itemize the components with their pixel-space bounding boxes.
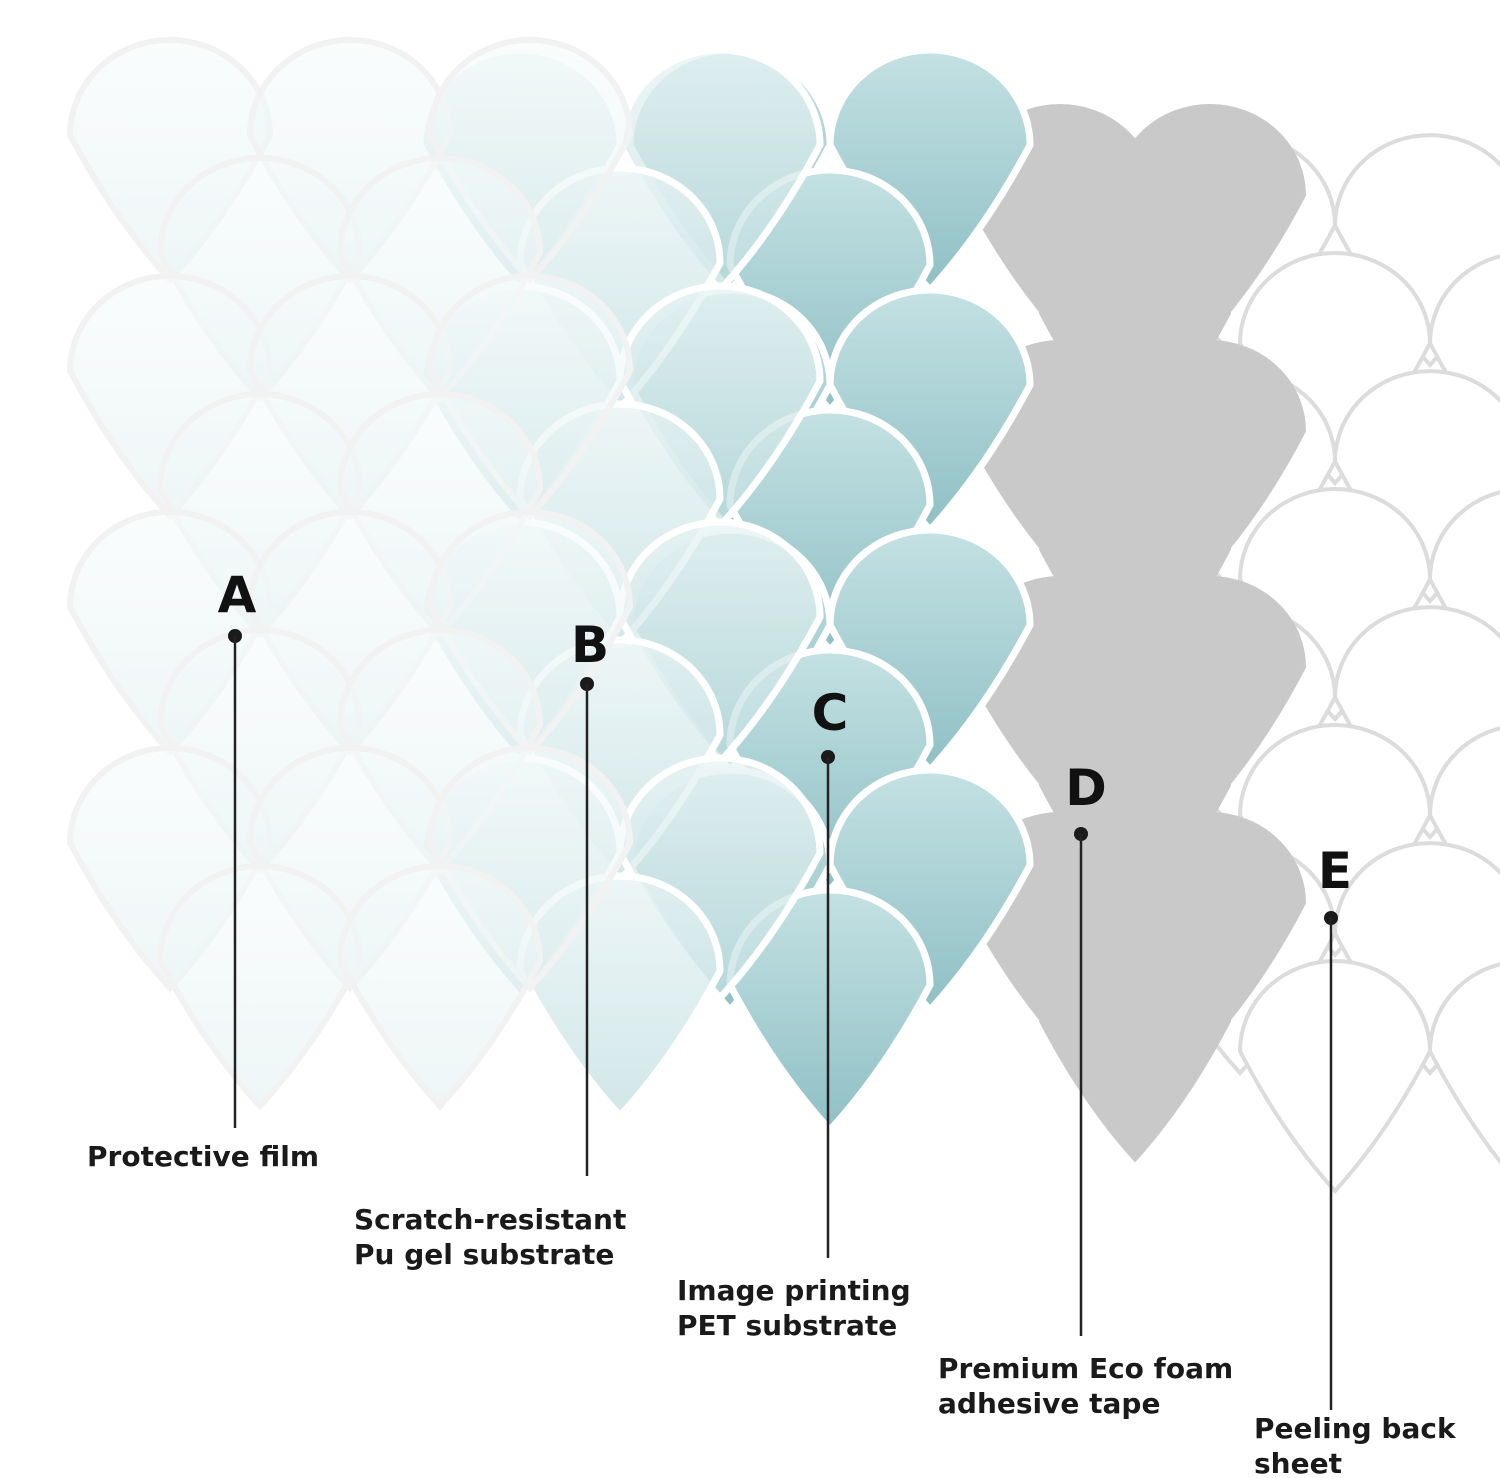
callout-a: A Protective film <box>87 566 319 1173</box>
caption-c-line-2: PET substrate <box>677 1309 897 1342</box>
caption-b-line-1: Scratch-resistant <box>354 1203 626 1236</box>
caption-e-line-2: sheet <box>1254 1447 1342 1478</box>
letter-e: E <box>1318 842 1352 900</box>
layer-a-protective-film <box>66 37 634 1111</box>
layer-e-tile <box>1237 959 1433 1194</box>
caption-d-line-1: Premium Eco foam <box>938 1352 1233 1385</box>
letter-b: B <box>571 616 609 674</box>
layer-a-tile <box>336 863 544 1111</box>
letter-c: C <box>812 684 849 742</box>
layer-e-tile <box>1427 962 1500 1165</box>
caption-e-line-1: Peeling back <box>1254 1412 1457 1445</box>
layer-d-tile <box>1038 930 1232 1163</box>
layer-e-peeling-back-sheet <box>1142 133 1500 1194</box>
caption-b-line-2: Pu gel substrate <box>354 1238 614 1271</box>
layer-a-tile <box>156 863 364 1111</box>
callout-c: C Image printing PET substrate <box>677 684 911 1342</box>
callout-e: E Peeling back sheet <box>1254 842 1457 1478</box>
caption-c-line-1: Image printing <box>677 1274 911 1307</box>
letter-a: A <box>218 566 257 624</box>
caption-a-line-1: Protective film <box>87 1140 319 1173</box>
layer-d-foam-tape <box>963 104 1307 1163</box>
callout-b: B Scratch-resistant Pu gel substrate <box>354 616 626 1271</box>
callout-d: D Premium Eco foam adhesive tape <box>938 759 1233 1420</box>
letter-d: D <box>1065 759 1107 817</box>
caption-d-line-2: adhesive tape <box>938 1387 1160 1420</box>
